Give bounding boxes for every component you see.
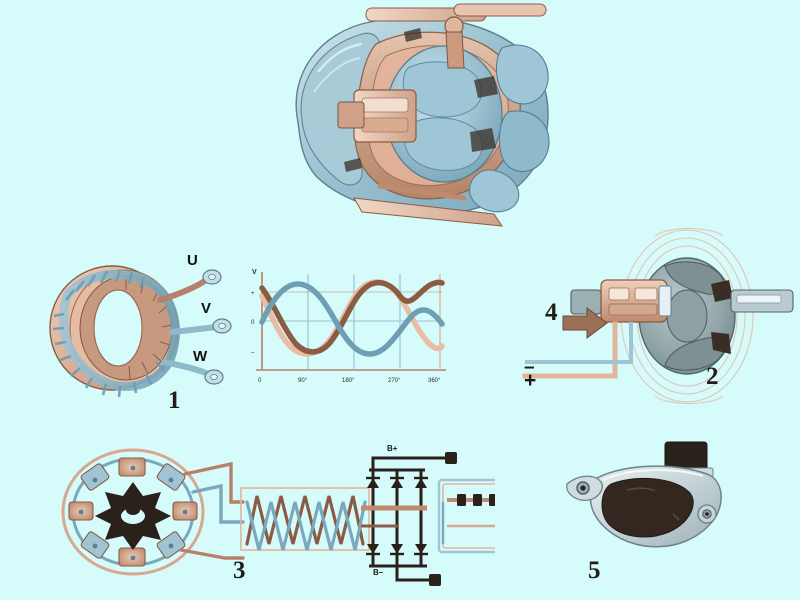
cutaway-shadow-details <box>344 28 498 172</box>
field-coil-wiring <box>522 321 633 379</box>
stator-svg <box>49 265 232 398</box>
callout-4: 4 <box>545 299 558 326</box>
regulator-highlight <box>602 469 704 481</box>
chart-y-tick-zero: 0 <box>251 320 255 326</box>
regulator-brush-holder <box>601 477 694 538</box>
chart-y-tick-minus: – <box>251 350 255 356</box>
terminal-label-b-plus: B+ <box>387 444 398 453</box>
brush-direction-arrow <box>562 307 608 339</box>
phase-lead-label-v: V <box>201 300 212 317</box>
stator-bore <box>93 289 143 367</box>
stator-assembly: U V W <box>40 250 240 420</box>
waveform-series-u <box>259 281 445 357</box>
slip-ring-shaft <box>570 279 794 323</box>
battery <box>437 478 551 554</box>
chart-x-tick-270: 270° <box>388 378 401 384</box>
rotor-shaft-cutaway <box>337 89 417 143</box>
output-leads <box>371 456 447 582</box>
cutaway-svg <box>295 3 550 227</box>
stator-windings <box>52 269 180 398</box>
callout-1: 1 <box>168 387 181 414</box>
chart-y-tick-plus: + <box>251 291 255 297</box>
chart-y-axis-label: V <box>252 269 257 276</box>
alternator-cutaway-illustration <box>258 2 558 230</box>
chart-x-tick-180: 180° <box>342 378 355 384</box>
rotor-positive-symbol: + <box>524 369 537 392</box>
rotor-negative-symbol: – <box>524 357 535 378</box>
battery-cells <box>457 494 542 506</box>
diode-bridge <box>361 468 428 568</box>
callout-3: 3 <box>233 557 246 584</box>
rotor-assembly: 4 <box>515 228 800 408</box>
callout-5: 5 <box>588 557 601 584</box>
claw-pole-star <box>95 482 171 550</box>
phase-lead-label-u: U <box>187 252 198 269</box>
rectifier-circuit-diagram: B+ B– <box>55 440 551 590</box>
chart-x-tick-0: 0 <box>258 378 262 384</box>
callout-2: 2 <box>706 363 719 390</box>
stator-phase-leads <box>157 269 232 385</box>
cooling-fan-cutaway <box>468 44 550 213</box>
chart-svg: V + 0 – 0 90° 180° 270° 360° <box>251 269 446 384</box>
rotor-stator-schematic <box>61 448 205 576</box>
waveform-series-v <box>259 279 445 355</box>
regulator-svg <box>566 441 722 548</box>
stator-winding-coils <box>240 487 370 551</box>
three-phase-voltage-chart: V + 0 – 0 90° 180° 270° 360° <box>234 262 454 390</box>
rotor-to-winding-leads <box>179 461 245 560</box>
chart-x-tick-90: 90° <box>298 378 308 384</box>
terminal-label-b-minus: B– <box>373 568 384 577</box>
circuit-svg <box>61 448 551 586</box>
terminal-markers <box>429 452 457 586</box>
chart-x-tick-360: 360° <box>428 378 441 384</box>
phase-lead-label-w: W <box>193 348 208 365</box>
mounting-foot-cutaway <box>353 183 504 227</box>
mounting-hardware-cutaway <box>365 3 547 69</box>
voltage-regulator-assembly <box>555 440 755 590</box>
rotor-svg <box>522 228 794 404</box>
